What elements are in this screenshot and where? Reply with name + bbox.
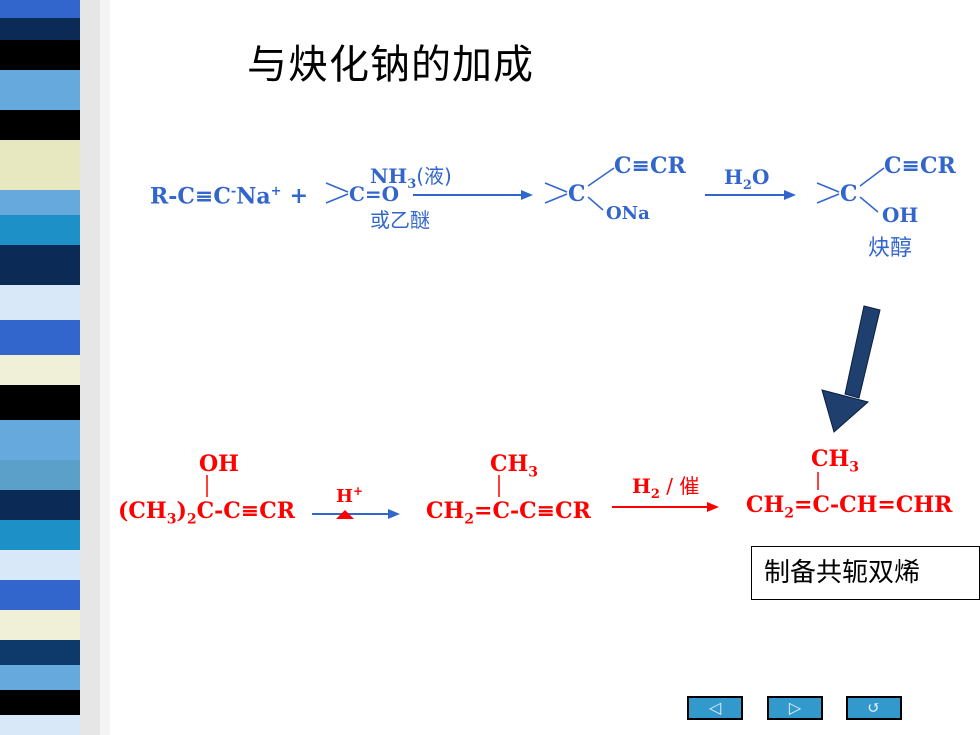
big-down-arrow-icon bbox=[821, 305, 881, 433]
intermediate-bond-right-lower bbox=[587, 196, 604, 211]
stripe-8 bbox=[0, 245, 80, 285]
stripe-11 bbox=[0, 355, 80, 385]
stripe-shadow-light bbox=[100, 0, 110, 735]
stripe-0 bbox=[0, 0, 80, 18]
stripe-3 bbox=[0, 70, 80, 110]
reaction-arrow-2-head bbox=[784, 190, 796, 200]
intermediate-alkoxide: ONa bbox=[606, 203, 650, 224]
intermediate-bond-right-upper bbox=[587, 167, 615, 187]
hydroxyl-label: OH bbox=[199, 451, 239, 477]
stripe-14 bbox=[0, 460, 80, 490]
stripe-21 bbox=[0, 665, 80, 690]
methyl-label-middle: CH3 bbox=[490, 451, 539, 481]
intermediate-bond-left-lower bbox=[544, 193, 568, 204]
intermediate-carbon: C bbox=[568, 181, 586, 207]
reactant-sodium-acetylide: R-C≡C-Na++ bbox=[150, 183, 308, 210]
product-bond-right-lower bbox=[859, 196, 879, 213]
stripe-13 bbox=[0, 420, 80, 460]
stripe-5 bbox=[0, 140, 80, 190]
stripe-10 bbox=[0, 320, 80, 355]
product-carbon: C bbox=[840, 181, 858, 207]
page-title: 与炔化钠的加成 bbox=[247, 42, 534, 88]
product-bond-left-upper bbox=[816, 182, 840, 193]
triangle-right-icon: ▷ bbox=[788, 698, 802, 717]
condition-ether: 或乙醚 bbox=[370, 208, 430, 232]
condition-acid: H+ bbox=[336, 484, 364, 507]
stripe-7 bbox=[0, 215, 80, 245]
stripe-15 bbox=[0, 490, 80, 520]
intermediate-alkyne: C≡CR bbox=[614, 153, 686, 179]
stripe-18 bbox=[0, 580, 80, 610]
return-button[interactable]: ↺ bbox=[846, 696, 902, 720]
return-arrow-icon: ↺ bbox=[867, 698, 881, 717]
condition-ammonia: NH3(液) bbox=[370, 164, 452, 192]
stripe-shadow bbox=[80, 0, 100, 735]
enyne-intermediate: CH2=C-C≡CR bbox=[426, 498, 591, 528]
stripe-2 bbox=[0, 40, 80, 70]
conjugated-diene-product: CH2=C-CH=CHR bbox=[746, 492, 953, 522]
carbonyl-group: C=O bbox=[349, 182, 400, 206]
stripe-12 bbox=[0, 385, 80, 420]
next-slide-button[interactable]: ▷ bbox=[767, 696, 823, 720]
stripe-22 bbox=[0, 690, 80, 715]
product-name-alkynol: 炔醇 bbox=[868, 236, 913, 261]
stripe-9 bbox=[0, 285, 80, 320]
stripe-23 bbox=[0, 715, 80, 735]
methyl-label-right: CH3 bbox=[811, 446, 860, 476]
intermediate-bond-left-upper bbox=[544, 182, 568, 193]
product-hydroxyl: OH bbox=[882, 203, 919, 227]
carbonyl-bond-lower bbox=[325, 193, 349, 204]
product-bond-right-upper bbox=[859, 167, 885, 187]
heat-triangle-icon bbox=[336, 510, 354, 519]
product-alkyne: C≡CR bbox=[884, 153, 956, 179]
decorative-stripe-bar bbox=[0, 0, 110, 735]
stripe-17 bbox=[0, 550, 80, 580]
stripe-6 bbox=[0, 190, 80, 215]
condition-hydrogenation: H2 / 催 bbox=[632, 474, 700, 502]
prev-slide-button[interactable]: ◁ bbox=[687, 696, 743, 720]
starting-alkynol: (CH3)2C-C≡CR bbox=[118, 498, 296, 528]
stripe-4 bbox=[0, 110, 80, 140]
condition-water: H2O bbox=[724, 165, 770, 193]
stripe-19 bbox=[0, 610, 80, 640]
stripe-16 bbox=[0, 520, 80, 550]
triangle-left-icon: ◁ bbox=[708, 698, 722, 717]
carbonyl-bond-upper bbox=[325, 182, 349, 193]
stripe-20 bbox=[0, 640, 80, 665]
reaction-arrow-4-head bbox=[707, 502, 719, 512]
conjugated-diene-note: 制备共轭双烯 bbox=[751, 546, 980, 600]
stripe-1 bbox=[0, 18, 80, 40]
reaction-arrow-1-head bbox=[521, 190, 533, 200]
reaction-arrow-3-head bbox=[388, 509, 400, 519]
product-bond-left-lower bbox=[816, 193, 840, 204]
